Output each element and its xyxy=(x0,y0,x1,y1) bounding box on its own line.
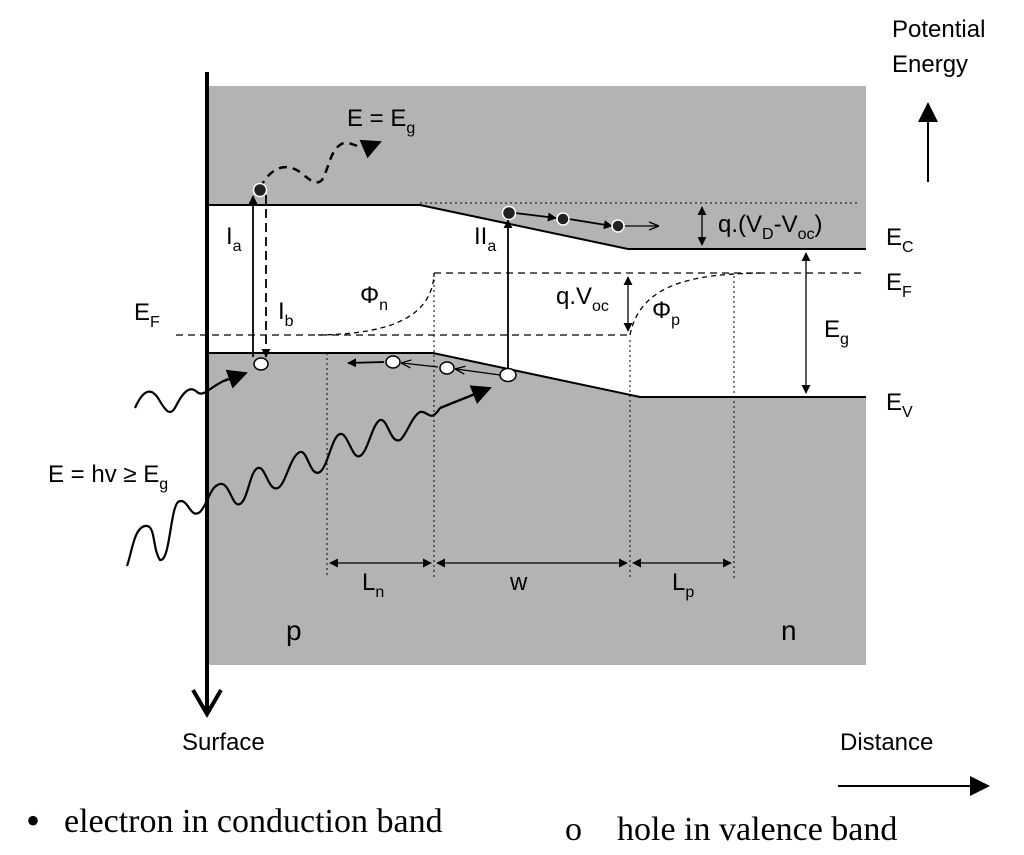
electron-dot xyxy=(252,182,268,198)
hole-drift-arrow-2 xyxy=(402,363,439,367)
distance-label: Distance xyxy=(840,729,933,756)
phi-p-curve xyxy=(629,272,761,336)
phi-p-label: Φp xyxy=(652,297,680,329)
qvoc-label: q.Voc xyxy=(556,283,609,315)
surface-axis-arrowhead xyxy=(191,688,223,718)
photon-emit-energy-label: E = Eg xyxy=(347,105,415,137)
legend-hole-text: hole in valence band xyxy=(617,811,897,848)
legend-hole-symbol: o xyxy=(565,811,582,848)
phi-n-curve xyxy=(317,275,435,336)
hole-circle xyxy=(499,367,517,383)
hole-circle xyxy=(439,361,455,375)
phi-n-label: Φn xyxy=(360,282,388,314)
incoming-photon-wave-large xyxy=(125,407,441,567)
legend-electron-symbol: • xyxy=(26,798,40,843)
electron-dot xyxy=(556,212,570,226)
conduction-band-edge xyxy=(208,204,866,250)
ef-left-label: EF xyxy=(134,299,160,331)
transition-Ib-label: Ib xyxy=(278,298,294,330)
transition-IIa-label: IIa xyxy=(474,223,496,255)
ln-label: Ln xyxy=(362,569,384,601)
emitted-photon-wave xyxy=(258,141,371,189)
photon-absorb-energy-label: E = hv ≥ Eg xyxy=(48,461,168,493)
conduction-band-region xyxy=(208,86,866,249)
w-label: w xyxy=(509,569,528,596)
incoming-photon-arrow-small xyxy=(223,369,248,389)
legend-electron-text: electron in conduction band xyxy=(64,803,443,840)
potential-energy-label-line2: Energy xyxy=(892,51,968,78)
p-region-label: p xyxy=(286,615,302,646)
incoming-photon-arrow-large xyxy=(439,385,492,410)
valence-band-edge xyxy=(208,352,866,398)
hole-drift-arrow-1 xyxy=(456,369,501,376)
surface-label: Surface xyxy=(182,729,265,756)
hole-drift-arrow-3 xyxy=(347,358,385,368)
ec-label: EC xyxy=(886,224,914,256)
emitted-photon-arrow xyxy=(359,139,382,159)
eg-label: Eg xyxy=(824,316,849,348)
electron-drift-arrow-2 xyxy=(568,218,613,230)
potential-energy-label-line1: Potential xyxy=(892,16,985,43)
incoming-photon-wave-small xyxy=(133,377,229,413)
qvd-label: q.(VD-Voc) xyxy=(718,211,822,243)
ef-right-label: EF xyxy=(886,269,912,301)
hole-circle xyxy=(385,355,401,369)
electron-dot xyxy=(611,219,625,233)
electron-dot xyxy=(501,205,517,221)
transition-Ia-label: Ia xyxy=(226,223,242,255)
lp-label: Lp xyxy=(672,569,694,601)
valence-band-region xyxy=(208,353,866,665)
electron-drift-arrow-1 xyxy=(514,212,557,222)
hole-circle xyxy=(253,357,269,371)
n-region-label: n xyxy=(781,615,797,646)
ev-label: EV xyxy=(886,389,913,421)
